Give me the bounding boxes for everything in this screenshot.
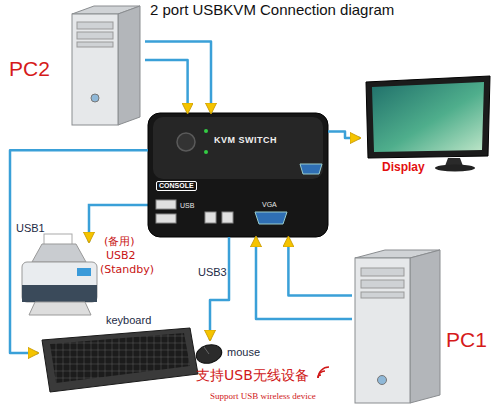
device-label: PC1 [446, 328, 487, 352]
tower-side [410, 250, 440, 403]
usb-b-port [222, 212, 233, 223]
keyboard-body [42, 328, 198, 392]
drive-bay [361, 280, 404, 288]
led [204, 150, 208, 154]
mouse-wheel [204, 347, 209, 354]
power-button [378, 376, 387, 385]
device-label: CONSOLE [156, 181, 197, 191]
annotation-label: VGA [262, 201, 277, 209]
usb-port [156, 214, 176, 223]
vga-port [255, 212, 287, 224]
keyboard-keys [50, 333, 190, 383]
vga-port [300, 164, 322, 174]
switch-button [177, 133, 195, 151]
tower-side [118, 6, 140, 125]
device-box: keyboard [38, 314, 200, 392]
annotation-label: (Standby) [100, 264, 154, 277]
drive-bay [361, 292, 404, 298]
usb-port [156, 200, 176, 209]
drive-bay [77, 32, 113, 39]
device-label: mouse [227, 346, 260, 359]
monitor-base [435, 165, 475, 172]
printer-front [22, 285, 97, 302]
device-box: PC2 [5, 5, 145, 127]
usb-b-port [205, 212, 216, 223]
annotation-label: (备用) [104, 236, 135, 249]
switch-body [148, 113, 328, 237]
pc1-tower [355, 250, 440, 403]
wireless-symbol [318, 367, 329, 378]
diagram-title: 2 port USBKVM Connection diagram [150, 1, 394, 18]
paper-tray [32, 244, 86, 262]
drive-bay [361, 268, 404, 276]
device-box: PC1 [352, 248, 495, 406]
output-tray [29, 302, 91, 315]
annotation-label: USB2 [106, 250, 136, 263]
cable [210, 237, 229, 340]
cable [145, 60, 188, 113]
led [204, 129, 208, 133]
annotation-label: Support USB wireless device [210, 391, 316, 401]
printer [22, 234, 97, 315]
monitor [366, 76, 490, 172]
cable [256, 237, 352, 319]
tower-front [72, 14, 118, 125]
port-label: USB1 [16, 222, 45, 235]
mouse-body [194, 342, 224, 366]
pc2-tower [72, 6, 140, 125]
cable [328, 132, 360, 138]
device-label: KVM SWITCH [214, 135, 277, 145]
monitor-screen [372, 82, 484, 152]
mouse-art [194, 342, 224, 366]
device-label: Display [382, 161, 425, 175]
switch-top [153, 117, 323, 179]
device-box: KVM SWITCH CONSOLE [148, 113, 328, 237]
printer-body [22, 262, 97, 302]
device-label: keyboard [106, 314, 151, 327]
wave [318, 367, 329, 378]
annotation-label: 支持USB无线设备 [196, 367, 309, 383]
keyboard-art [42, 328, 198, 392]
device-label: PC2 [9, 57, 50, 81]
drive-bay [77, 22, 113, 29]
annotation-label: USB [180, 202, 194, 210]
monitor-frame [366, 76, 490, 158]
device-box: mouse [193, 340, 278, 368]
drive-bay [77, 42, 113, 47]
printer-panel [77, 268, 91, 276]
cable [288, 237, 352, 295]
port-label: USB3 [198, 266, 227, 279]
tower-front [355, 258, 410, 403]
power-button [91, 94, 99, 102]
kvm-switch [148, 113, 328, 237]
device-box: Display [360, 76, 495, 176]
cable [145, 42, 211, 113]
